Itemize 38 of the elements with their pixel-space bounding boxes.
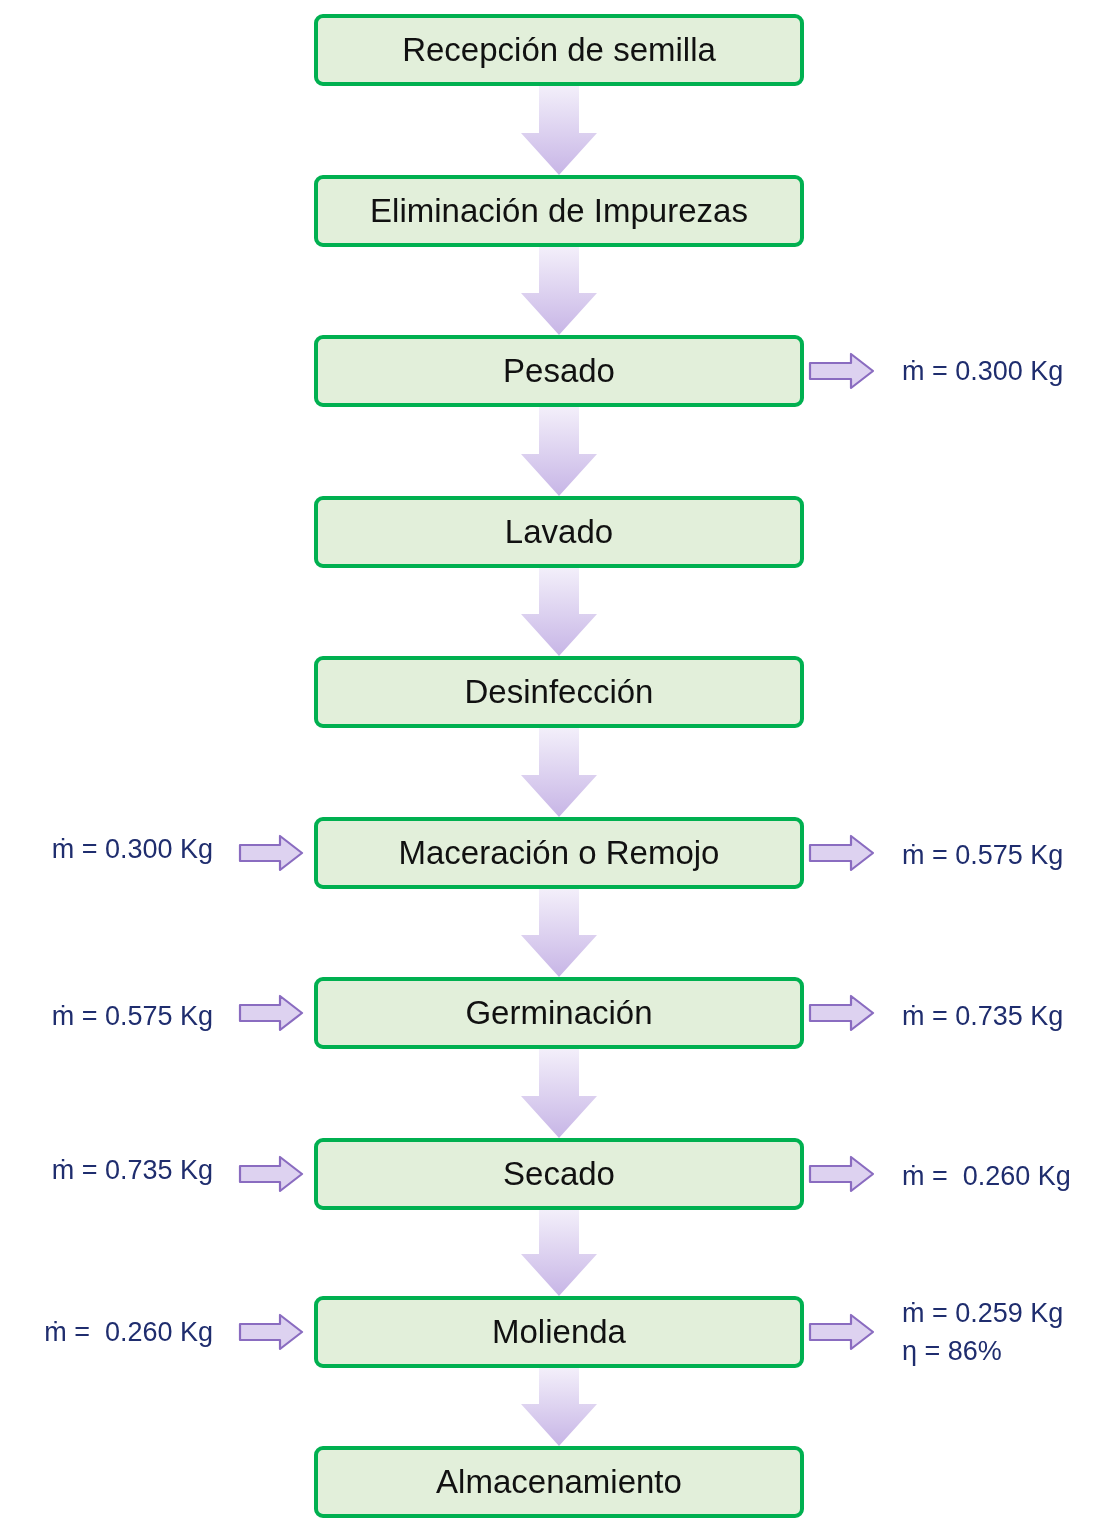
mass-flow-value: ṁ = 0.300 Kg: [902, 355, 1064, 388]
mass-flow-value: ṁ = 0.575 Kg: [51, 1000, 213, 1033]
mass-flow-value: ṁ = 0.735 Kg: [51, 1154, 213, 1187]
block-arrow: [521, 247, 597, 335]
outline-arrow: [238, 834, 304, 872]
mass-flow-value: ṁ = 0.575 Kg: [902, 839, 1064, 872]
mass-flow-value: ṁ = 0.259 Kg: [902, 1297, 1064, 1330]
outline-arrow: [808, 352, 875, 390]
mass-flow-value: η = 86%: [902, 1335, 1002, 1368]
process-box: Germinación: [314, 977, 804, 1049]
process-box: Lavado: [314, 496, 804, 568]
block-arrow: [521, 1210, 597, 1296]
process-box: Almacenamiento: [314, 1446, 804, 1518]
process-box: Eliminación de Impurezas: [314, 175, 804, 247]
outline-arrow: [808, 1155, 875, 1193]
outline-arrow: [808, 834, 875, 872]
process-box: Recepción de semilla: [314, 14, 804, 86]
outline-arrow: [238, 1155, 304, 1193]
process-box: Secado: [314, 1138, 804, 1210]
block-arrow: [521, 728, 597, 817]
process-box: Maceración o Remojo: [314, 817, 804, 889]
outline-arrow: [238, 1313, 304, 1351]
block-arrow: [521, 1368, 597, 1446]
block-arrow: [521, 1049, 597, 1138]
mass-flow-value: ṁ = 0.260 Kg: [44, 1316, 213, 1349]
mass-flow-value: ṁ = 0.260 Kg: [902, 1160, 1071, 1193]
mass-flow-value: ṁ = 0.300 Kg: [51, 833, 213, 866]
block-arrow: [521, 889, 597, 977]
process-box: Molienda: [314, 1296, 804, 1368]
outline-arrow: [238, 994, 304, 1032]
process-box: Pesado: [314, 335, 804, 407]
block-arrow: [521, 407, 597, 496]
block-arrow: [521, 86, 597, 175]
outline-arrow: [808, 1313, 875, 1351]
outline-arrow: [808, 994, 875, 1032]
process-box: Desinfección: [314, 656, 804, 728]
block-arrow: [521, 568, 597, 656]
mass-flow-value: ṁ = 0.735 Kg: [902, 1000, 1064, 1033]
